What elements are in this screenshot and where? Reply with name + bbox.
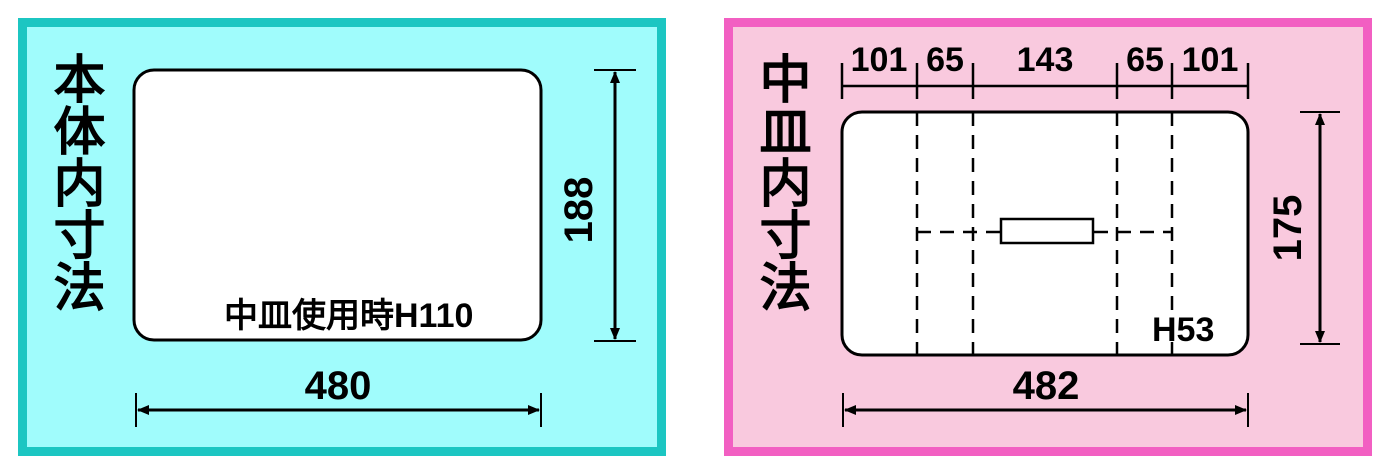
segment-label-2: 65 [926, 41, 964, 79]
tray-heading: 中皿内寸法 [750, 52, 810, 312]
tray-note: H53 [1152, 311, 1215, 349]
segment-label-5: 101 [1181, 41, 1239, 79]
tray-width-label: 482 [1012, 364, 1080, 408]
tray-height-label: 175 [1266, 194, 1310, 262]
body-outline [132, 68, 543, 342]
segment-label-4: 65 [1126, 41, 1164, 79]
segment-label-3: 143 [1016, 41, 1074, 79]
body-height-label: 188 [557, 176, 601, 244]
body-width-label: 480 [304, 364, 372, 408]
segment-label-1: 101 [850, 41, 908, 79]
tray-handle [999, 217, 1095, 245]
body-note: 中皿使用時H110 [224, 297, 474, 335]
body-heading: 本体内寸法 [44, 52, 104, 312]
